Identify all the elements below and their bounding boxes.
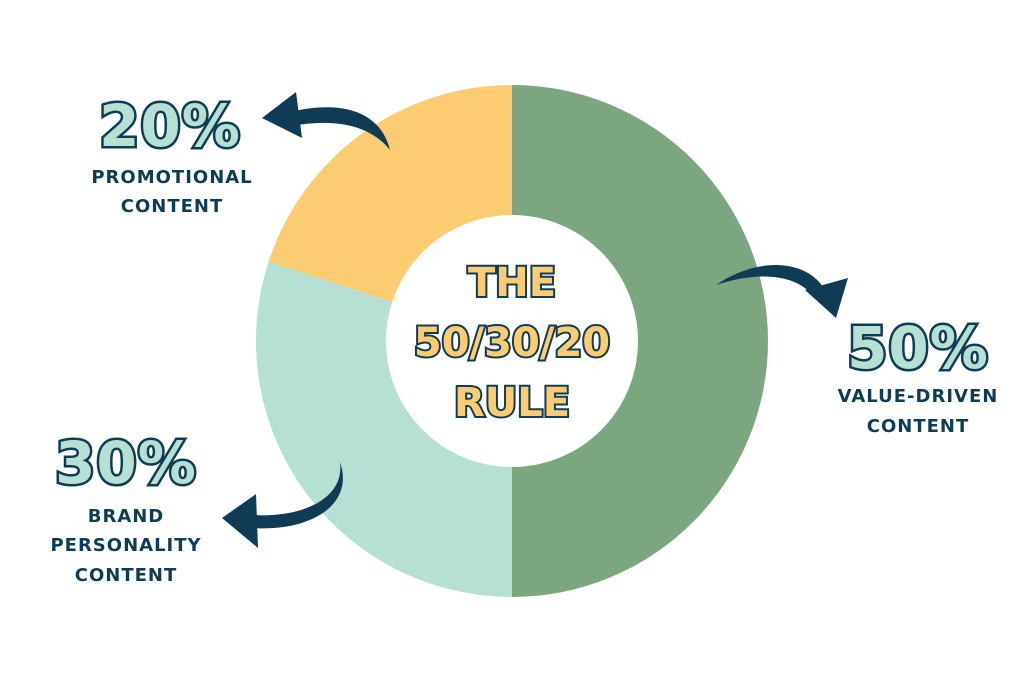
label-value-driven-line-1: VALUE-DRIVEN	[838, 386, 999, 407]
label-brand-line-3: CONTENT	[75, 565, 178, 586]
label-promotional-percent: 20%	[99, 92, 241, 160]
center-title-line-2: 50/30/20	[414, 320, 610, 366]
slice-value-driven-content	[512, 85, 768, 597]
donut-hole	[386, 215, 638, 467]
arrow-promotional-icon	[262, 92, 390, 150]
label-value-driven-line-2: CONTENT	[867, 416, 970, 437]
label-promotional-line-2: CONTENT	[121, 196, 224, 217]
label-brand-line-2: PERSONALITY	[50, 535, 201, 556]
label-brand-line-1: BRAND	[88, 506, 165, 527]
center-title-line-1: THE	[468, 260, 556, 306]
label-value-driven-percent: 50%	[847, 314, 989, 382]
label-promotional-line-1: PROMOTIONAL	[91, 167, 252, 188]
label-brand-percent: 30%	[55, 429, 197, 497]
center-title-line-3: RULE	[454, 380, 570, 426]
arrow-brand-personality-icon	[222, 462, 343, 548]
arrow-value-driven-icon	[716, 265, 848, 318]
